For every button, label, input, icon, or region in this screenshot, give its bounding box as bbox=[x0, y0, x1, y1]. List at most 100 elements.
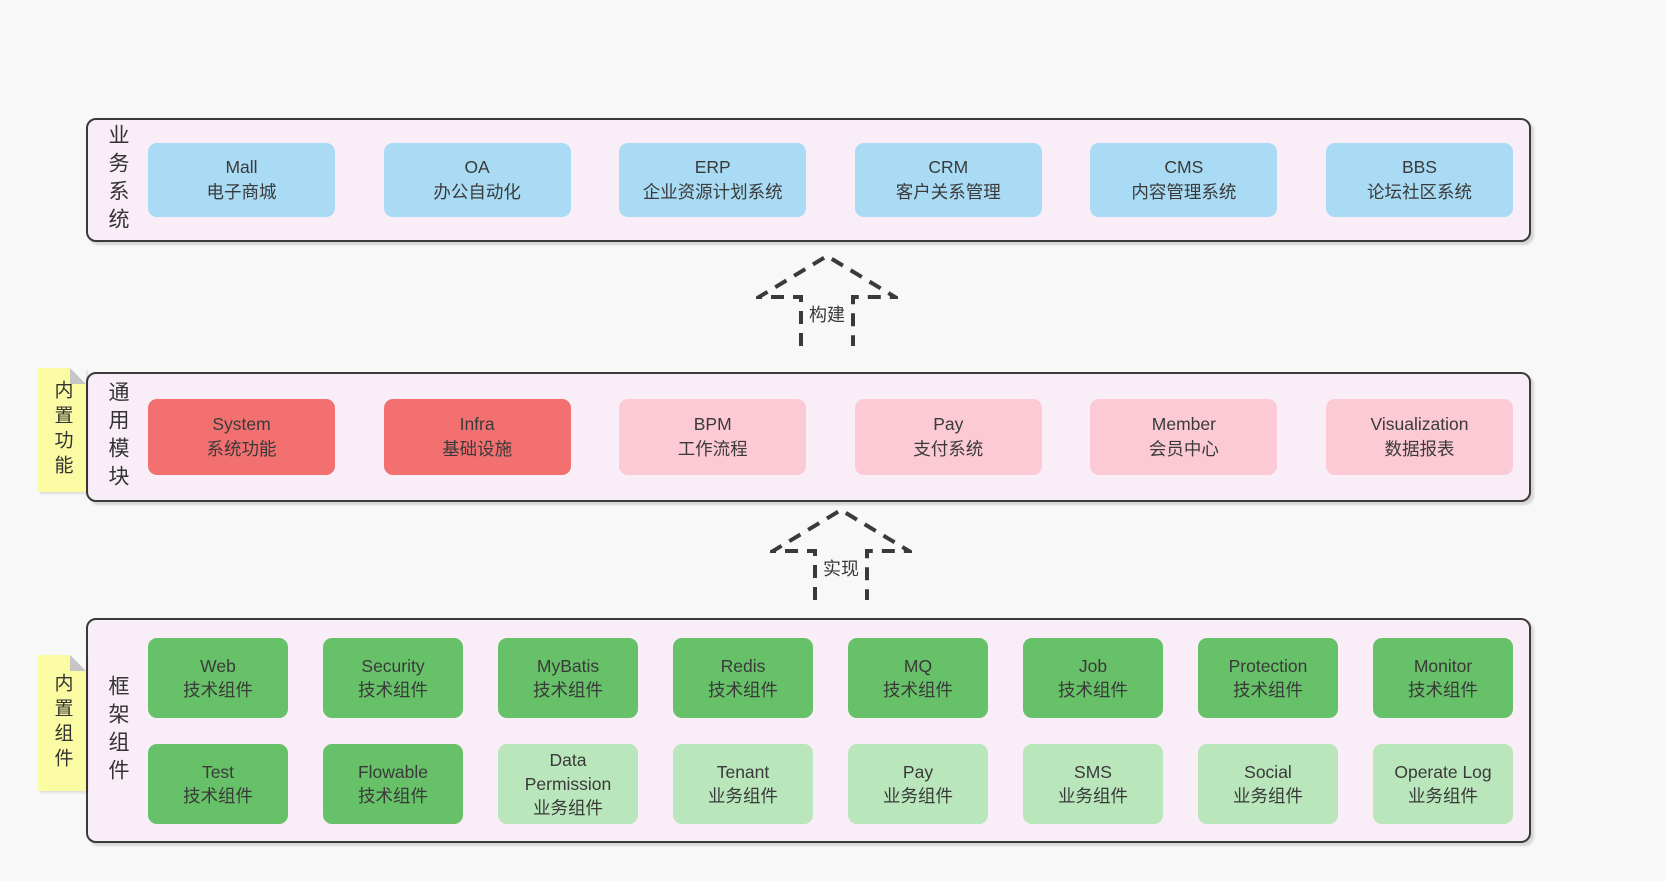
box-infra: Infra 基础设施 bbox=[383, 399, 571, 475]
box-pay: Pay 业务组件 bbox=[848, 743, 988, 824]
box-title: SMS bbox=[1074, 761, 1112, 782]
box-cms: CMS 内容管理系统 bbox=[1090, 143, 1278, 217]
box-flowable: Flowable 技术组件 bbox=[323, 743, 463, 824]
box-title: Redis bbox=[720, 655, 766, 676]
box-title: Visualization bbox=[1370, 414, 1469, 434]
box-title: MyBatis bbox=[536, 655, 600, 676]
box-title: CRM bbox=[928, 157, 969, 177]
box-sms: SMS 业务组件 bbox=[1023, 743, 1163, 824]
business-systems-panel: 业务系统 Mall 电子商城 OA 办公自动化 ERP 企业资源计划系统 CRM 客户关系管理… bbox=[86, 118, 1531, 242]
box-title: BPM bbox=[693, 414, 732, 434]
box-pay: Pay 支付系统 bbox=[854, 399, 1042, 475]
box-crm: CRM 客户关系管理 bbox=[854, 143, 1042, 217]
panel-title: 通用模块 bbox=[106, 381, 129, 493]
implement-arrow: 实现 bbox=[770, 506, 912, 602]
box-security: Security 技术组件 bbox=[323, 637, 463, 718]
box-subtitle: 技术组件 bbox=[1233, 679, 1303, 700]
box-subtitle: 工作流程 bbox=[677, 439, 748, 459]
box-social: Social 业务组件 bbox=[1198, 743, 1338, 824]
box-member: Member 会员中心 bbox=[1090, 399, 1278, 475]
box-data-permission: Data Permission 业务组件 bbox=[498, 743, 638, 824]
box-subtitle: 基础设施 bbox=[442, 439, 513, 459]
box-subtitle: 论坛社区系统 bbox=[1366, 182, 1472, 202]
box-subtitle: 业务组件 bbox=[1233, 785, 1303, 806]
box-redis: Redis 技术组件 bbox=[673, 637, 813, 718]
box-subtitle: 业务组件 bbox=[708, 785, 778, 806]
box-mybatis: MyBatis 技术组件 bbox=[498, 637, 638, 718]
box-title: Job bbox=[1078, 655, 1108, 676]
box-title: MQ bbox=[903, 655, 933, 676]
box-subtitle: 业务组件 bbox=[1058, 785, 1128, 806]
arrow-label: 构建 bbox=[809, 305, 845, 325]
box-subtitle: 技术组件 bbox=[883, 679, 953, 700]
box-subtitle: 企业资源计划系统 bbox=[642, 182, 783, 202]
builtin-features-note: 内置功能 bbox=[38, 368, 86, 492]
box-subtitle: 电子商城 bbox=[206, 182, 277, 202]
box-title: Tenant bbox=[716, 761, 770, 782]
box-title: Pay bbox=[902, 761, 934, 782]
box-subtitle: 技术组件 bbox=[1058, 679, 1128, 700]
module-row: System 系统功能 Infra 基础设施 BPM 工作流程 Pay 支付系统 Member 会… bbox=[148, 399, 1513, 475]
box-title: Infra bbox=[459, 414, 495, 434]
box-subtitle: 内容管理系统 bbox=[1131, 182, 1237, 202]
box-subtitle: 业务组件 bbox=[533, 797, 603, 818]
build-arrow: 构建 bbox=[756, 252, 898, 348]
box-bbs: BBS 论坛社区系统 bbox=[1325, 143, 1513, 217]
arrow-label: 实现 bbox=[823, 559, 859, 579]
box-subtitle: 办公自动化 bbox=[433, 182, 521, 202]
box-title: Web bbox=[200, 655, 236, 676]
box-subtitle: 技术组件 bbox=[183, 679, 253, 700]
box-title: Flowable bbox=[357, 761, 429, 782]
box-protection: Protection 技术组件 bbox=[1198, 637, 1338, 718]
dashed-up-arrow-icon bbox=[770, 507, 912, 600]
box-subtitle: 技术组件 bbox=[358, 679, 428, 700]
box-title: Data Permission bbox=[524, 749, 612, 794]
box-web: Web 技术组件 bbox=[148, 637, 288, 718]
box-title: CMS bbox=[1164, 157, 1204, 177]
box-title: Protection bbox=[1228, 655, 1308, 676]
panel-rows: System 系统功能 Infra 基础设施 BPM 工作流程 Pay 支付系统 Member 会… bbox=[140, 374, 1529, 500]
module-row: Mall 电子商城 OA 办公自动化 ERP 企业资源计划系统 CRM 客户关系管理 CMS 内容… bbox=[148, 143, 1513, 217]
box-subtitle: 技术组件 bbox=[358, 785, 428, 806]
dashed-up-arrow-icon bbox=[756, 253, 898, 346]
box-subtitle: 系统功能 bbox=[206, 439, 277, 459]
box-subtitle: 技术组件 bbox=[183, 785, 253, 806]
box-title: Member bbox=[1151, 414, 1216, 434]
box-subtitle: 客户关系管理 bbox=[895, 182, 1001, 202]
panel-rows: Mall 电子商城 OA 办公自动化 ERP 企业资源计划系统 CRM 客户关系管理 CMS 内容… bbox=[140, 120, 1529, 240]
box-title: Mall bbox=[225, 157, 258, 177]
panel-title: 框架组件 bbox=[106, 674, 129, 787]
box-subtitle: 会员中心 bbox=[1148, 439, 1219, 459]
box-subtitle: 技术组件 bbox=[1408, 679, 1478, 700]
box-title: OA bbox=[464, 157, 490, 177]
note-label: 内置功能 bbox=[51, 380, 73, 480]
box-subtitle: 技术组件 bbox=[708, 679, 778, 700]
box-title: Social bbox=[1244, 761, 1292, 782]
box-oa: OA 办公自动化 bbox=[383, 143, 571, 217]
box-tenant: Tenant 业务组件 bbox=[673, 743, 813, 824]
box-job: Job 技术组件 bbox=[1023, 637, 1163, 718]
box-title: Pay bbox=[933, 414, 964, 434]
note-label: 内置组件 bbox=[51, 673, 73, 773]
box-system: System 系统功能 bbox=[148, 399, 335, 475]
box-title: Test bbox=[201, 761, 235, 782]
box-title: ERP bbox=[694, 157, 731, 177]
box-test: Test 技术组件 bbox=[148, 743, 288, 824]
common-modules-panel: 通用模块 System 系统功能 Infra 基础设施 BPM 工作流程 Pay 支付系统 Me… bbox=[86, 372, 1531, 502]
box-title: System bbox=[212, 414, 271, 434]
box-subtitle: 支付系统 bbox=[913, 439, 984, 459]
box-subtitle: 业务组件 bbox=[883, 785, 953, 806]
box-title: Operate Log bbox=[1394, 761, 1492, 782]
box-mall: Mall 电子商城 bbox=[148, 143, 335, 217]
box-subtitle: 技术组件 bbox=[533, 679, 603, 700]
box-title: BBS bbox=[1401, 157, 1437, 177]
panel-title: 业务系统 bbox=[106, 124, 129, 236]
box-title: Security bbox=[361, 655, 425, 676]
